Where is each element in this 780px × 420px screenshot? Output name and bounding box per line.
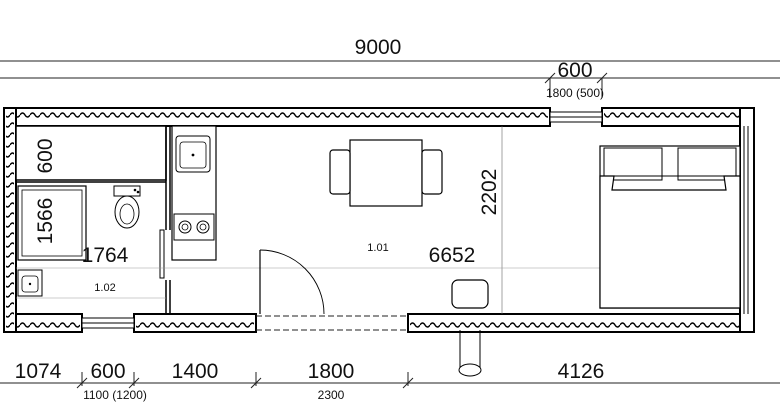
bathroom-depth-label: 1566 (34, 198, 57, 245)
bottom-dimension (0, 372, 780, 389)
bed (599, 145, 741, 309)
bottom-seg-1-label: 1074 (15, 360, 62, 383)
bottom-seg-5-label: 4126 (558, 360, 605, 383)
bathroom-width-label: 1764 (82, 244, 129, 267)
stool-and-step (451, 279, 489, 377)
outer-walls (3, 107, 755, 333)
bottom-seg-4-sub-label: 2300 (318, 388, 345, 402)
entrance-door (259, 249, 325, 315)
room-number-main: 1.01 (367, 242, 388, 254)
wall-height-label: 2202 (478, 169, 501, 216)
top-dimension (0, 60, 780, 98)
kitchen-counter (171, 125, 217, 261)
bottom-seg-2-sub-label: 1100 (1200) (83, 388, 147, 402)
storage-depth-label: 600 (34, 138, 57, 173)
overall-length-label: 9000 (355, 36, 402, 59)
top-window-sub-label: 1800 (500) (546, 86, 604, 100)
dining-set (329, 139, 443, 207)
bottom-seg-2-label: 600 (90, 360, 125, 383)
bottom-seg-3-label: 1400 (172, 360, 219, 383)
main-room-length-label: 6652 (429, 244, 476, 267)
top-window-width-label: 600 (557, 59, 592, 82)
interior-partitions (15, 125, 171, 314)
room-number-bathroom: 1.02 (94, 282, 115, 294)
bottom-seg-4-label: 1800 (308, 360, 355, 383)
